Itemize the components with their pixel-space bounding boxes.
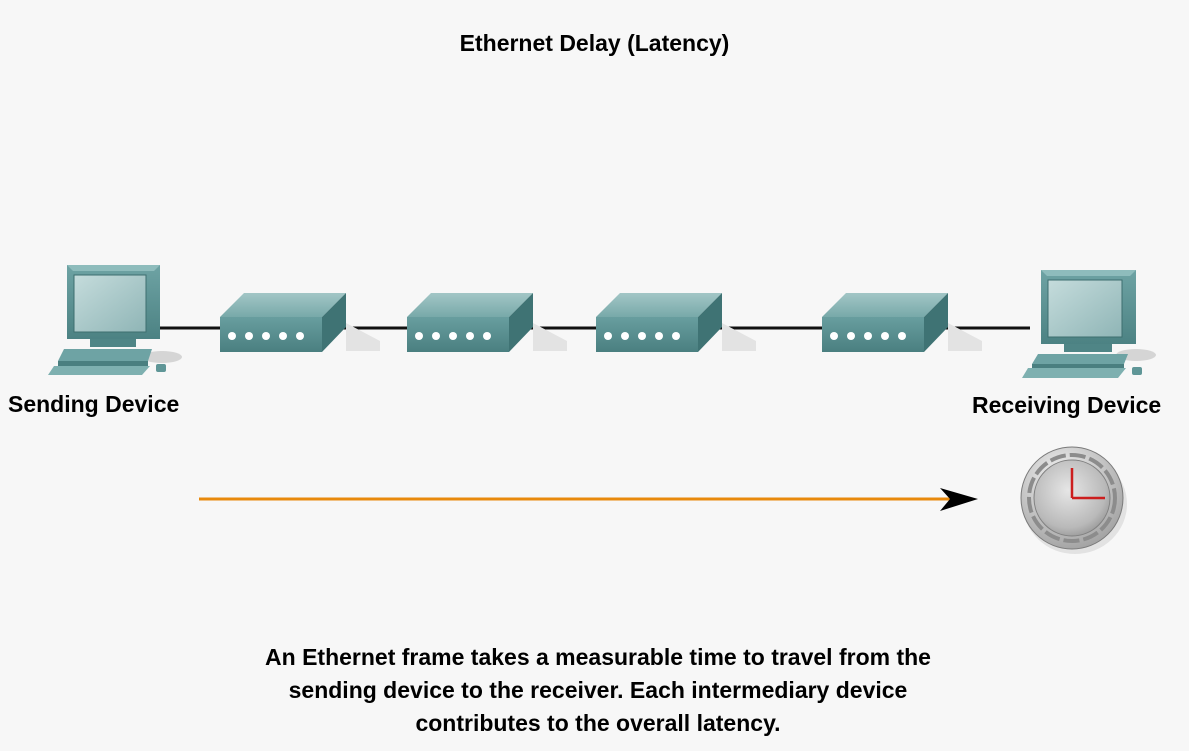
arrow-head-icon: [940, 488, 978, 511]
intermediary-hub-icon[interactable]: [407, 293, 567, 352]
sending-device-label: Sending Device: [8, 391, 180, 417]
clock-icon: [1020, 446, 1127, 554]
intermediary-hub-icon[interactable]: [220, 293, 380, 352]
intermediary-hub-icon[interactable]: [596, 293, 756, 352]
receiving-computer-icon[interactable]: [1022, 270, 1156, 378]
caption-line: sending device to the receiver. Each int…: [288, 677, 908, 703]
diagram-title: Ethernet Delay (Latency): [459, 30, 730, 56]
diagram-caption: An Ethernet frame takes a measurable tim…: [180, 641, 1016, 740]
caption-line: contributes to the overall latency.: [415, 710, 781, 736]
caption-line: An Ethernet frame takes a measurable tim…: [265, 644, 931, 670]
receiving-device-label: Receiving Device: [972, 392, 1162, 418]
sending-computer-icon[interactable]: [48, 265, 182, 375]
intermediary-hub-icon[interactable]: [822, 293, 982, 352]
